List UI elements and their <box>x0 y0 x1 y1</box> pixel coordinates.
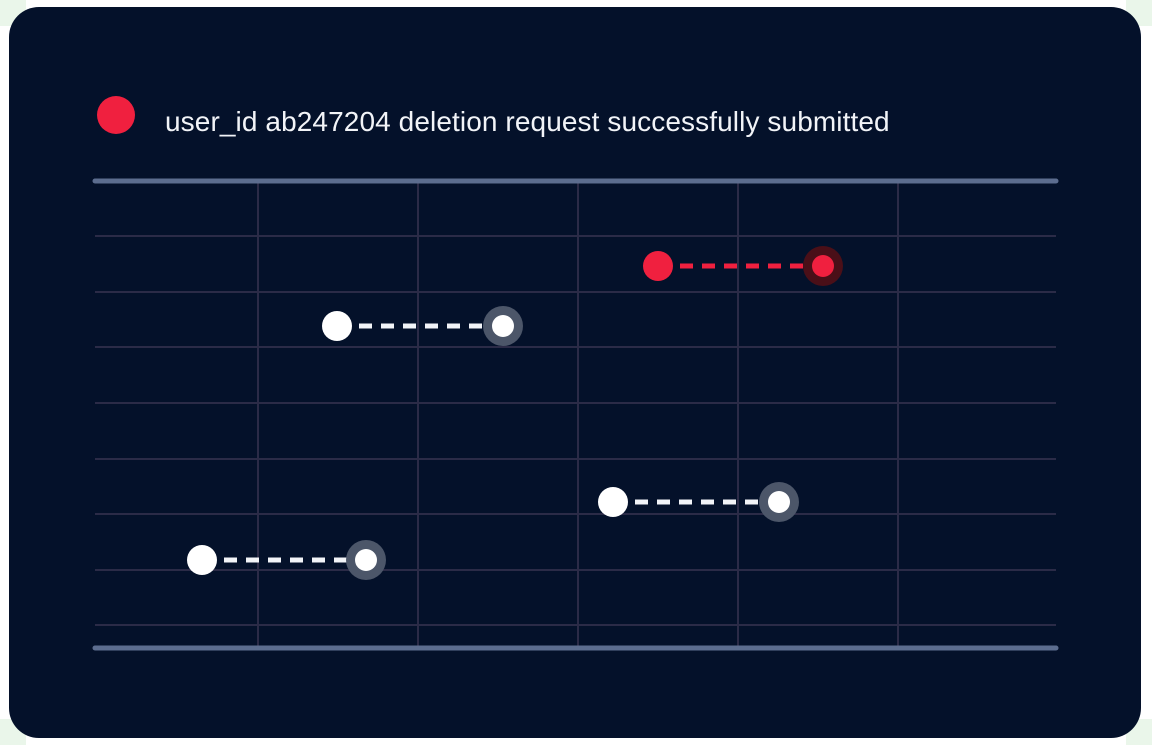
status-dot-icon <box>97 96 135 134</box>
chart-gridlines <box>92 178 1059 651</box>
dumbbell-start-dot[interactable] <box>643 251 673 281</box>
dumbbell-start-dot[interactable] <box>187 545 217 575</box>
dumbbell-start-dot[interactable] <box>322 311 352 341</box>
notification-card: user_id ab247204 deletion request succes… <box>9 7 1141 738</box>
dumbbell-highlighted-deletion-request[interactable] <box>643 246 843 286</box>
dumbbell-end-dot[interactable] <box>812 255 834 277</box>
dumbbell-other-requests[interactable] <box>598 482 799 522</box>
page-title: user_id ab247204 deletion request succes… <box>165 106 890 137</box>
dumbbell-end-dot[interactable] <box>492 315 514 337</box>
card-header: user_id ab247204 deletion request succes… <box>9 7 1141 177</box>
dumbbell-start-dot[interactable] <box>598 487 628 517</box>
dumbbell-end-dot[interactable] <box>355 549 377 571</box>
chart-canvas <box>92 178 1059 651</box>
dumbbell-end-dot[interactable] <box>768 491 790 513</box>
dumbbell-other-requests[interactable] <box>322 306 523 346</box>
dumbbell-other-requests[interactable] <box>187 540 386 580</box>
dumbbell-chart <box>9 7 1141 738</box>
chart-series-layer <box>187 246 843 580</box>
